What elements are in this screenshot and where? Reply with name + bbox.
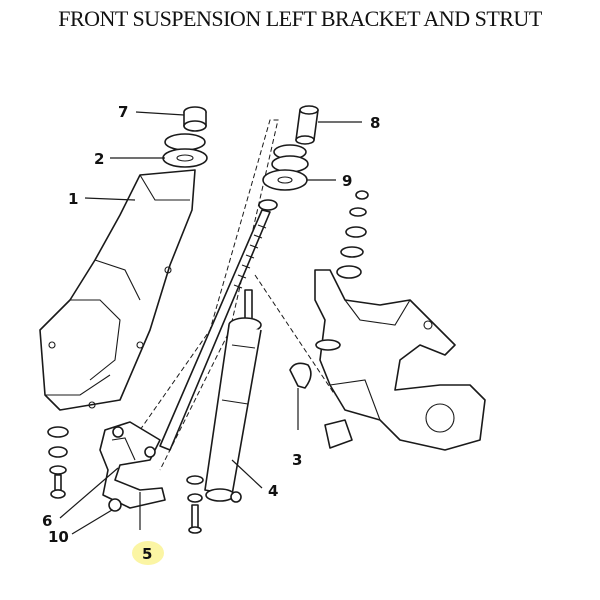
leader-7	[135, 111, 185, 116]
callout-6: 6	[42, 512, 52, 530]
part-bracket-panel	[39, 169, 196, 411]
callout-10: 10	[48, 528, 69, 546]
part-washer-stack	[336, 190, 369, 279]
callout-5: 5	[142, 545, 152, 563]
callout-highlight	[132, 541, 164, 565]
part-top-nut	[183, 106, 207, 132]
part-upper-sleeve	[295, 105, 319, 145]
frame-line-2	[254, 274, 336, 396]
callout-7: 7	[118, 103, 128, 121]
callout-1: 1	[68, 190, 78, 208]
leader-10	[71, 509, 113, 535]
part-lower-link-bracket	[99, 421, 166, 512]
part-shock-absorber	[204, 289, 262, 503]
callout-3: 3	[292, 451, 302, 469]
leader-1	[84, 197, 136, 201]
part-tie-rod	[159, 209, 271, 451]
callout-8: 8	[370, 114, 380, 132]
part-rubber-bushing	[162, 133, 208, 168]
frame-line	[139, 119, 279, 471]
part-knuckle-bracket	[314, 269, 486, 451]
callout-9: 9	[342, 172, 352, 190]
part-lower-bolts	[186, 475, 204, 534]
part-rod-bushings	[258, 144, 309, 211]
part-left-bolt-stack	[47, 426, 69, 499]
callout-4: 4	[268, 482, 278, 500]
callout-2: 2	[94, 150, 104, 168]
part-cap	[289, 362, 312, 430]
leader-4	[231, 459, 263, 489]
leader-6	[59, 467, 119, 519]
diagram-title: FRONT SUSPENSION LEFT BRACKET AND STRUT	[58, 6, 542, 31]
